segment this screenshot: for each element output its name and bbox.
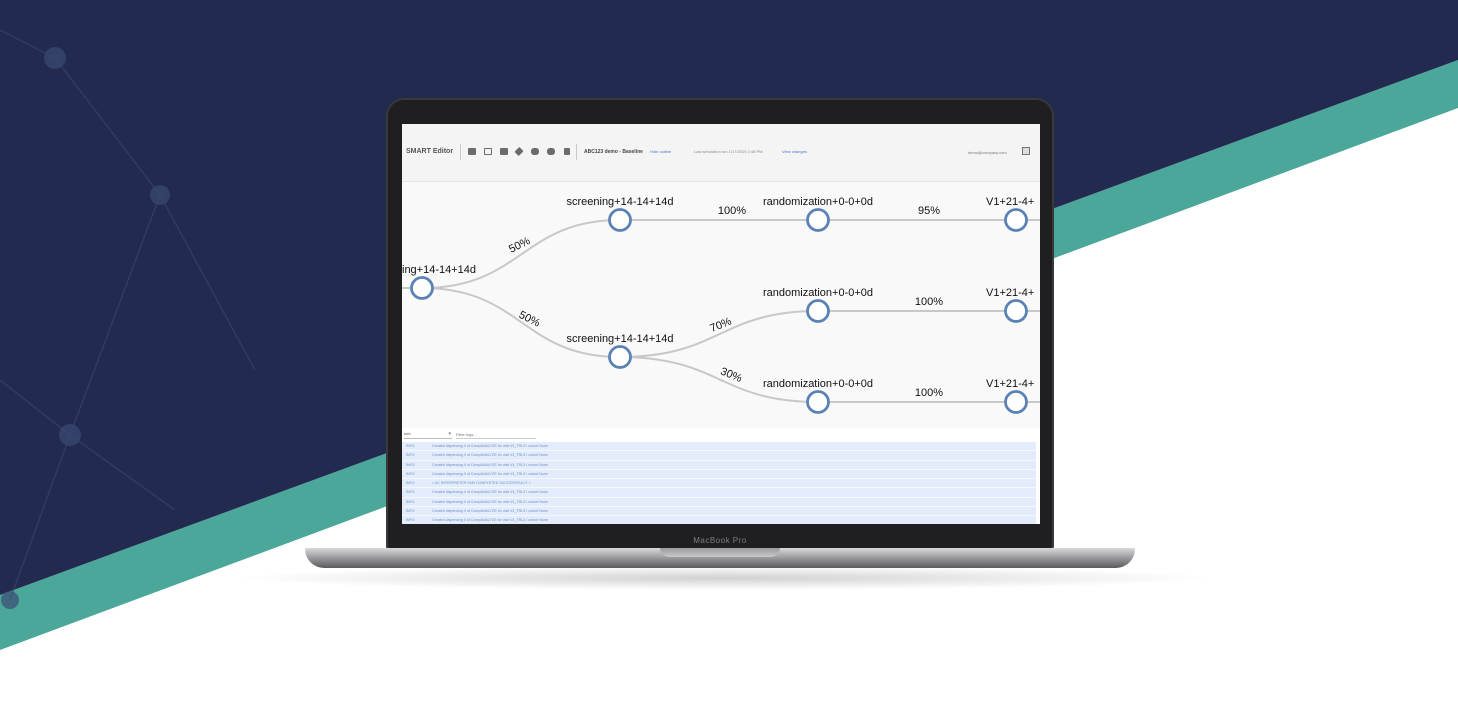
tree-canvas[interactable]: 50% 50% 100% 70% 30% 95% 100% 100% ing+1… [402,182,1040,428]
laptop-shadow [230,566,1220,590]
log-row-level: INFO [406,518,415,523]
log-row-message: Created dispensing 0 of CompANALYZE for … [432,462,548,467]
close-icon[interactable] [1022,147,1030,155]
log-row-level: INFO [406,509,415,514]
folder-open-icon[interactable] [484,148,492,155]
network-pattern [0,29,256,601]
log-row-message: Created dispensing 0 of CompANALYZE for … [432,490,548,495]
edge-label: 100% [915,296,943,308]
node-label: V1+21-4+ [986,196,1034,208]
log-row-message: < AC INTERPRETER RUN COMPLETED SUCCESSFU… [432,481,531,486]
wrench-icon[interactable] [514,146,524,157]
laptop-screen: SMART Editor ABC123 demo - Baseline Hide… [402,124,1040,524]
log-row: INFO Created dispensing 0 of CompANALYZE … [402,460,1036,470]
log-row-level: INFO [406,462,415,467]
node-label: V1+21-4+ [986,378,1034,390]
log-level-select[interactable]: Info [404,431,452,439]
edge-labels: 50% 50% 100% 70% 30% 95% 100% 100% [507,205,943,399]
folder-icon[interactable] [468,148,476,155]
edge-label: 30% [719,366,744,385]
edge-label: 95% [918,205,940,217]
log-row-level: INFO [406,471,415,476]
edge-label: 100% [915,387,943,399]
node-label: screening+14-14+14d [566,196,673,208]
log-panel: Info INFO Created dispensing 0 of CompANA… [402,428,1040,524]
user-email: demo@company.com [968,150,1007,155]
tree-node[interactable] [806,299,830,323]
node-label: randomization+0-0+0d [763,196,873,208]
log-rows: INFO Created dispensing 0 of CompANALYZE … [402,442,1036,524]
log-row-level: INFO [406,453,415,458]
nodes-layer [410,208,1028,414]
database-icon[interactable] [531,148,539,155]
node-label: randomization+0-0+0d [763,287,873,299]
tree-node[interactable] [1004,390,1028,414]
tree-node[interactable] [806,390,830,414]
toolbar-separator [460,144,461,160]
log-row-message: Created dispensing 0 of CompANALYZE for … [432,471,548,476]
editor-toolbar: SMART Editor ABC123 demo - Baseline Hide… [402,124,1040,182]
tree-node[interactable] [1004,208,1028,232]
node-label: randomization+0-0+0d [763,378,873,390]
tree-node[interactable] [410,276,434,300]
log-row: INFO Created dispensing 0 of CompANALYZE … [402,516,1036,524]
node-labels: ing+14-14+14d screening+14-14+14d screen… [402,196,1034,390]
tree-node[interactable] [608,345,632,369]
log-row-level: INFO [406,481,415,486]
log-row: INFO Created dispensing 0 of CompANALYZE … [402,469,1036,480]
log-row-message: Created dispensing 0 of CompANALYZE for … [432,518,548,523]
edges-layer [402,219,1040,403]
log-row-message: Created dispensing 0 of CompANALYZE for … [432,444,548,448]
log-row: INFO Created dispensing 0 of CompANALYZE … [402,497,1036,508]
last-run-status: Last simulation run 1/17/2019 2:48 PM [694,149,763,154]
edge-label: 50% [507,235,532,256]
log-row-message: Created dispensing 0 of CompANALYZE for … [432,499,548,504]
log-row: INFO Created dispensing 0 of CompANALYZE … [402,488,1036,498]
laptop-base [305,548,1135,568]
save-icon[interactable] [500,148,508,155]
laptop-notch [660,548,780,557]
node-label: V1+21-4+ [986,287,1034,299]
edge[interactable] [619,310,819,358]
tree-node[interactable] [1004,299,1028,323]
tree-node[interactable] [608,208,632,232]
laptop-model-label: MacBook Pro [693,536,747,545]
edge-label: 100% [718,205,746,217]
toolbar-separator [576,144,577,160]
view-changes-link[interactable]: View changes [782,149,807,154]
network-nodes [1,47,170,609]
edge[interactable] [421,287,621,358]
log-row-level: INFO [406,490,415,495]
app-title: SMART Editor [406,148,454,155]
log-row-level: INFO [406,444,415,448]
log-row-message: Created dispensing 0 of CompANALYZE for … [432,453,548,458]
log-row: INFO Created dispensing 0 of CompANALYZE … [402,442,1036,452]
log-row: INFO Created dispensing 0 of CompANALYZE … [402,507,1036,517]
download-icon[interactable] [564,148,570,155]
log-row: INFO Created dispensing 0 of CompANALYZE … [402,451,1036,461]
log-row-level: INFO [406,499,415,504]
log-filter-input[interactable] [456,431,536,439]
edge-label: 70% [708,315,733,334]
edge[interactable] [421,219,621,289]
log-row-message: Created dispensing 0 of CompANALYZE for … [432,509,548,514]
hide-outline-link[interactable]: Hide outline [650,149,672,154]
project-name: ABC123 demo - Baseline [584,149,643,155]
edge[interactable] [619,356,819,403]
log-row: INFO < AC INTERPRETER RUN COMPLETED SUCCE… [402,479,1036,489]
flow-tree[interactable]: 50% 50% 100% 70% 30% 95% 100% 100% ing+1… [402,182,1040,428]
node-label: ing+14-14+14d [402,264,476,276]
node-label: screening+14-14+14d [566,333,673,345]
database-alt-icon[interactable] [547,148,555,155]
tree-node[interactable] [806,208,830,232]
